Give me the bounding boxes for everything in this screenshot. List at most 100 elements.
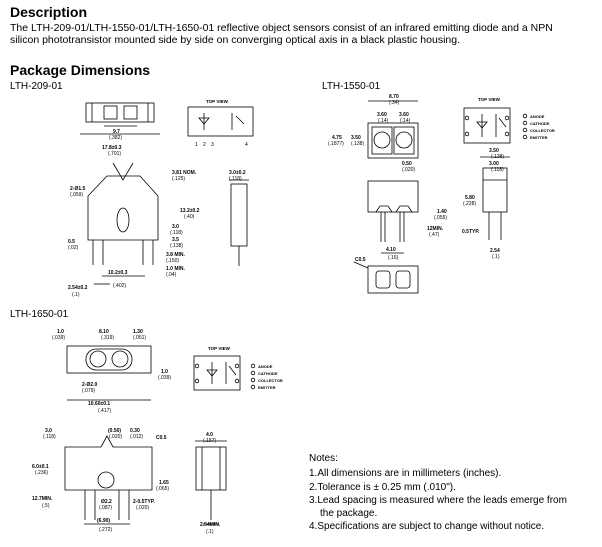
lth1650-dim-2.2: Ø2.2: [101, 499, 112, 505]
description-heading: Description: [10, 4, 88, 20]
lth1650-dim-1.0-in: (.039): [52, 335, 65, 341]
lth209-dim-13.2-in: (.40): [184, 214, 195, 220]
lth1550-dim-0.50: 0.50: [402, 161, 412, 167]
lth1650-dim-12.7: 12.7MIN.: [32, 496, 53, 502]
lth209-pin-3: 3: [211, 142, 214, 148]
note-item-3-cont: the package.: [320, 508, 378, 519]
lth1550-dim-12min: 12MIN.: [427, 226, 444, 232]
lth209-pin-2: 2: [203, 142, 206, 148]
model-label-lth1550: LTH-1550-01: [322, 81, 381, 92]
note-item-2: 2.Tolerance is ± 0.25 mm (.010").: [309, 482, 456, 493]
note-item-4: 4.Specifications are subject to change w…: [309, 521, 545, 532]
lth1650-side-dim-4.0: 4.0: [206, 432, 213, 438]
lth209-dim-2-1.5-in: (.059): [70, 192, 83, 198]
lth209-dim-1.0: 1.0 MIN.: [166, 266, 186, 272]
lth1550-dim-3.60a: 3.60: [377, 112, 387, 118]
lth1650-side-dim-2.54-in: (.1): [206, 529, 214, 535]
lth209-dim-2-1.5: 2-Ø1.5: [70, 186, 86, 192]
lth1650-dim-c0.5: C0.5: [156, 435, 167, 441]
lth1550-top-view-label: TOP VIEW: [478, 97, 501, 102]
lth1550-side-outline: [480, 156, 510, 240]
notes-title: Notes:: [309, 453, 338, 464]
lth1650-legend-anode: ANODE: [258, 364, 273, 369]
lth1650-side-dim-4.0-in: (.157): [203, 438, 216, 444]
lth1650-dim-1.30-in: (.051): [133, 335, 146, 341]
lth1550-dim-8.70-in: (.34): [389, 100, 400, 106]
lth1550-dim-3.60b-in: (.14): [400, 118, 411, 124]
lth209-dim-9.7: 9.7: [113, 129, 120, 135]
lth1650-dim-1.0b-in: (.039): [158, 375, 171, 381]
model-label-lth1650: LTH-1650-01: [10, 309, 69, 320]
lth209-dim-0.5: 0.5: [68, 239, 75, 245]
lth209-schematic: [187, 106, 254, 137]
lth1650-dim-0.5typ: 2-0.5TYP.: [133, 499, 155, 505]
lth1650-dim-8.10-in: (.319): [101, 335, 114, 341]
lth1650-dim-0.50-in: (.020): [109, 434, 122, 440]
lth209-dim-3.81: 3.81 NOM.: [172, 170, 197, 176]
lth1550-side-dim-0.5typ: 0.5TYP.: [462, 229, 480, 235]
lth209-dim-17.8-in: (.701): [108, 151, 121, 157]
lth1650-dim-3.0-in: (.118): [43, 434, 56, 440]
lth209-dim-10.2-in: (.402): [113, 283, 126, 289]
lth1550-legend-anode: ANODE: [530, 114, 545, 119]
lth1650-top-outline: [66, 345, 152, 401]
lth1550-legend-cathode: CATHODE: [530, 121, 550, 126]
lth209-dim-10.2: 10.2±0.3: [108, 270, 128, 276]
lth1650-dim-10.60-in: (.417): [98, 408, 111, 414]
lth1550-dim-3.50: 3.50: [351, 135, 361, 141]
lth1650-legend-emitter: EMITTER: [258, 385, 276, 390]
lth1550-front-outline: [367, 180, 419, 254]
lth1650-dim-6.0-in: (.236): [35, 470, 48, 476]
lth209-top-outline: [80, 102, 160, 135]
note-item-1: 1.All dimensions are in millimeters (inc…: [309, 468, 502, 479]
lth1650-dim-1.0: 1.0: [57, 329, 64, 335]
lth1550-side-dim-2.54-in: (.1): [492, 254, 500, 260]
lth1650-dim-1.65: 1.65: [159, 480, 169, 486]
lth1650-dim-2-2.0-in: (.079): [82, 388, 95, 394]
lth1550-dim-4.10: 4.10: [386, 247, 396, 253]
lth1650-dim-12.7-in: (.5): [42, 503, 50, 509]
lth1650-dim-1.65-in: (.065): [156, 486, 169, 492]
lth1550-side-dim-5.80-in: (.228): [463, 201, 476, 207]
lth209-dim-3.8: 3.8 MIN.: [166, 252, 186, 258]
lth1550-side-dim-3.50-in: (.138): [491, 154, 504, 160]
lth1550-side-dim-2.54: 2.54: [490, 248, 500, 254]
lth1550-schematic: [463, 107, 528, 144]
lth1550-dim-1.40-in: (.055): [434, 215, 447, 221]
lth1550-bottom-outline: [353, 261, 419, 294]
lth209-pin-1: 1: [195, 142, 198, 148]
lth1650-dim-10.60: 10.60±0.1: [88, 401, 110, 407]
lth209-pin-4: 4: [245, 142, 248, 148]
lth1650-side-dim-2.54: 2.54MIN.: [200, 522, 221, 528]
lth209-dim-1.0-in: (.04): [166, 272, 177, 278]
lth1650-dim-6.90-in: (.272): [99, 527, 112, 533]
lth1650-dim-0.5typ-in: (.020): [136, 505, 149, 511]
lth1650-dim-8.10: 8.10: [99, 329, 109, 335]
lth1550-top-outline: [367, 100, 419, 159]
lth1550-dim-3.60b: 3.60: [399, 112, 409, 118]
lth1550-side-dim-3.50: 3.50: [489, 148, 499, 154]
lth209-dim-3.8-in: (.150): [166, 258, 179, 264]
lth209-dim-17.8: 17.8±0.3: [102, 145, 122, 151]
lth1650-schematic: [193, 355, 256, 391]
lth1650-legend-collector: COLLECTOR: [258, 378, 283, 383]
description-line-1: The LTH-209-01/LTH-1550-01/LTH-1650-01 r…: [10, 22, 553, 34]
lth1650-dim-0.50: (0.50): [108, 428, 121, 434]
lth209-dim-3.0a-in: (.118): [170, 230, 183, 236]
lth209-dim-3.5: 3.5: [172, 237, 179, 243]
lth1550-dim-8.70: 8.70: [389, 94, 399, 100]
lth1650-dim-6.90: (6.90): [97, 518, 110, 524]
lth1550-dim-0.50-in: (.020): [402, 167, 415, 173]
lth1550-legend-collector: COLLECTOR: [530, 128, 555, 133]
lth209-dim-0.5-in: (.02): [68, 245, 79, 251]
lth1550-legend-emitter: EMITTER: [530, 135, 548, 140]
lth1650-dim-0.30: 0.30: [130, 428, 140, 434]
lth1650-dim-3.0: 3.0: [45, 428, 52, 434]
lth209-front-outline: [87, 162, 159, 285]
lth1650-top-view-label: TOP VIEW: [208, 346, 231, 351]
lth1650-side-outline: [195, 440, 227, 525]
lth1550-dim-4.10-in: (.16): [388, 255, 399, 261]
